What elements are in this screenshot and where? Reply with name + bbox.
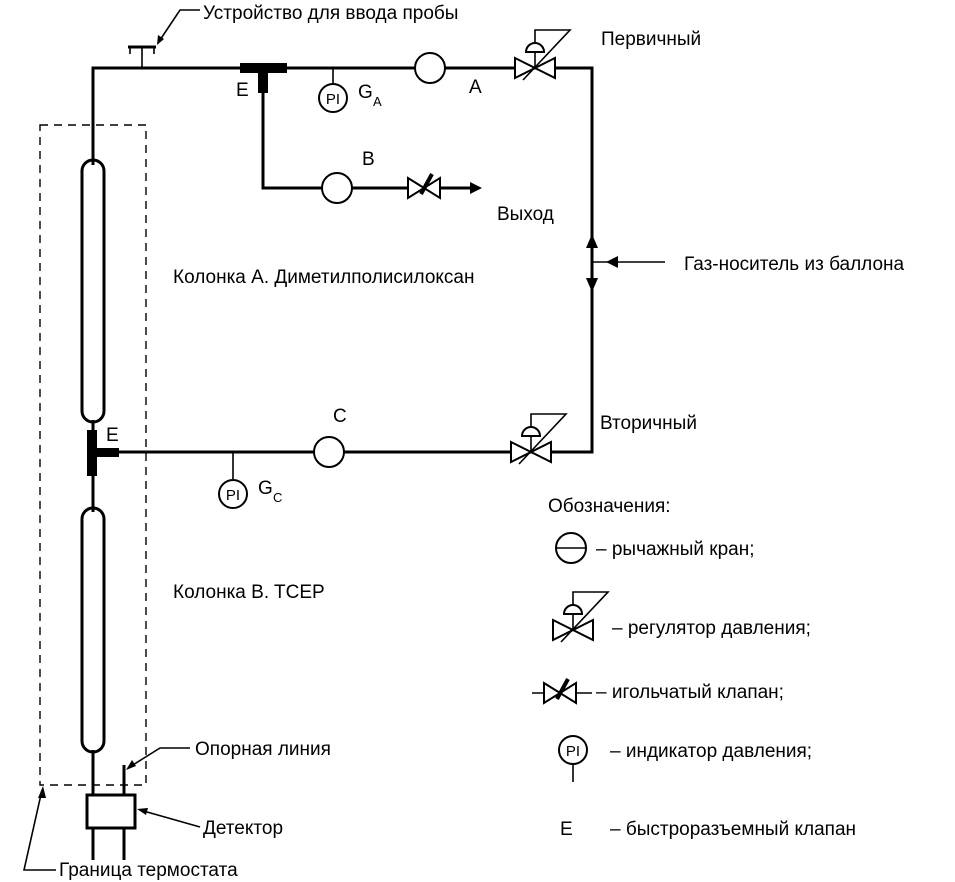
- gauge-c-sub: C: [273, 490, 282, 505]
- valve-b-label: B: [362, 149, 375, 170]
- detector-label: Детектор: [203, 818, 283, 839]
- column-b-label: Колонка B. TCEP: [173, 582, 325, 603]
- gauge-c-label: G: [258, 478, 273, 499]
- lever-valve-c-icon: [313, 436, 345, 468]
- valve-c-label: C: [333, 406, 347, 427]
- outlet-label: Выход: [497, 204, 554, 225]
- primary-label: Первичный: [601, 29, 701, 50]
- pressure-indicator-c-icon: [218, 479, 248, 509]
- reference-line-pointer: [126, 747, 190, 770]
- primary-regulator-icon: [514, 29, 571, 81]
- column-a: [80, 158, 106, 424]
- pressure-indicator-a-icon: [318, 83, 348, 113]
- pressure-regulator-icon: [552, 591, 609, 643]
- carrier-gas-arrows: [586, 234, 665, 292]
- column-b: [80, 506, 106, 754]
- gauge-a-label: G: [358, 82, 373, 103]
- legend-title: Обозначения:: [548, 496, 671, 517]
- oven-boundary-pointer: [23, 786, 56, 871]
- detector-box: [85, 793, 137, 830]
- column-a-label: Колонка А. Диметилполисилоксан: [173, 267, 474, 288]
- lever-valve-b-icon: [321, 172, 353, 204]
- legend-item-label: – рычажный кран;: [596, 539, 755, 560]
- lever-valve-a-icon: [414, 52, 446, 84]
- secondary-label: Вторичный: [600, 413, 697, 434]
- oven-boundary-label: Граница термостата: [59, 860, 238, 881]
- needle-valve-icon: [532, 677, 592, 705]
- quick-connect-top-label: E: [236, 80, 249, 101]
- legend-item-label: – регулятор давления;: [612, 618, 811, 639]
- legend-item-label: – индикатор давления;: [610, 741, 812, 762]
- quick-connect-mid-label: E: [106, 425, 119, 446]
- lever-valve-icon: [555, 532, 587, 564]
- secondary-regulator-icon: [510, 413, 567, 465]
- injector-pointer: [159, 9, 200, 41]
- quick-connect-top-icon: [240, 63, 287, 93]
- valve-a-label: A: [469, 77, 482, 98]
- legend-item-label: – игольчатый клапан;: [596, 682, 784, 703]
- outlet-arrow-icon: [470, 182, 482, 194]
- detector-pointer: [137, 808, 201, 828]
- legend: Обозначения: – рычажный кран; – регулято…: [532, 496, 856, 840]
- sample-injector-icon: [128, 45, 156, 68]
- sample-injector-label: Устройство для ввода пробы: [203, 3, 458, 24]
- quick-connect-icon: E: [560, 819, 573, 840]
- reference-line-label: Опорная линия: [195, 739, 331, 760]
- legend-item-label: – быстроразъемный клапан: [610, 819, 856, 840]
- needle-valve-icon: [406, 172, 442, 200]
- pressure-indicator-icon: [558, 735, 588, 782]
- carrier-gas-label: Газ-носитель из баллона: [684, 254, 905, 275]
- gauge-a-sub: A: [373, 94, 382, 109]
- injector-pointer-arrowhead-icon: [157, 35, 164, 45]
- quick-connect-mid-icon: [87, 430, 119, 476]
